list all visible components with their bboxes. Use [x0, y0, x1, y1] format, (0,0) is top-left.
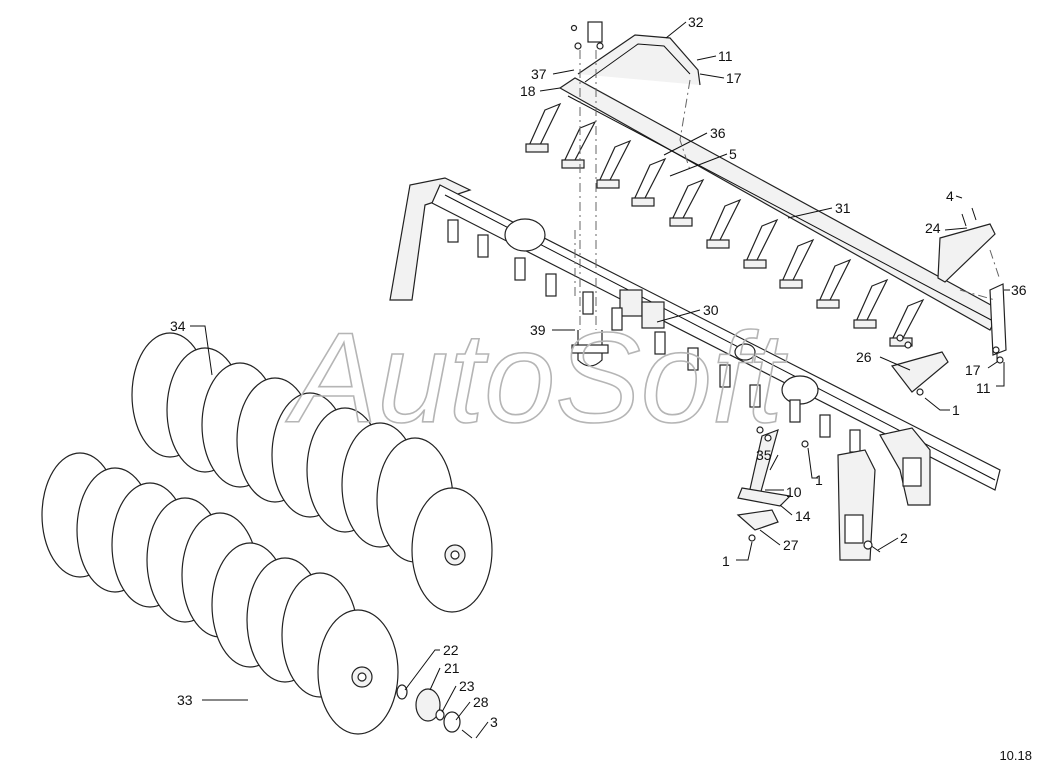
upper-tine-bar [525, 77, 1001, 347]
callout-label: 36 [710, 125, 726, 141]
callout-label: 22 [443, 642, 459, 658]
callout-label: 23 [459, 678, 475, 694]
callout-label: 26 [856, 349, 872, 365]
callout-label: 27 [783, 537, 799, 553]
callout-label: 21 [444, 660, 460, 676]
callout-label: 30 [703, 302, 719, 318]
callout-label: 11 [976, 380, 991, 396]
callout-label: 24 [925, 220, 941, 236]
callout-label: 33 [177, 692, 193, 708]
callout-label: 17 [965, 362, 981, 378]
callout-label: 4 [946, 188, 954, 204]
callout-label: 31 [835, 200, 851, 216]
callout-label: 2 [900, 530, 908, 546]
assembly-lines [574, 50, 1001, 330]
callout-label: 17 [726, 70, 742, 86]
callout-label: 34 [170, 318, 186, 334]
watermark-text: AutoSoft [285, 307, 787, 450]
callouts: 32 11 37 17 18 36 5 4 31 24 36 30 39 34 … [170, 14, 1027, 739]
callout-label: 28 [473, 694, 489, 710]
callout-label: 1 [952, 402, 960, 418]
callout-label: 39 [530, 322, 546, 338]
callout-label: 3 [490, 714, 498, 730]
callout-label: 14 [795, 508, 811, 524]
callout-label: 11 [718, 48, 733, 64]
callout-label: 5 [729, 146, 737, 162]
callout-label: 10 [786, 484, 802, 500]
callout-label: 35 [756, 447, 772, 463]
main-frame [389, 177, 1001, 561]
callout-label: 36 [1011, 282, 1027, 298]
callout-label: 1 [815, 472, 823, 488]
callout-label: 37 [531, 66, 547, 82]
callout-label: 1 [722, 553, 730, 569]
callout-label: 32 [688, 14, 704, 30]
rollers [41, 332, 493, 739]
top-handle [570, 21, 701, 86]
page-number: 10.18 [999, 748, 1032, 763]
callout-label: 18 [520, 83, 536, 99]
small-parts [571, 207, 1007, 553]
